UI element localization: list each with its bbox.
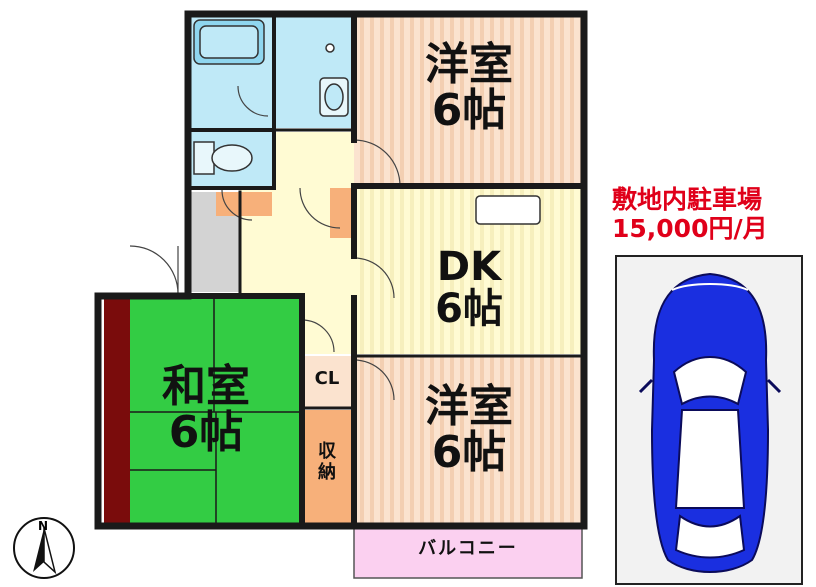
closet-label: CL: [314, 368, 340, 389]
balcony: [353, 527, 583, 579]
car-icon: [638, 272, 782, 573]
door-swings: [129, 85, 401, 401]
storage-floor: [302, 410, 352, 526]
tatami-lines: [130, 296, 302, 526]
tatami-floor: [104, 296, 302, 526]
parking-title: 敷地内駐車場: [612, 186, 763, 214]
dk-floor: [354, 188, 584, 354]
washitsu-label: 和室 6帖: [140, 361, 272, 459]
compass-n-label: N: [38, 519, 48, 533]
room-size: 6帖: [168, 407, 244, 459]
room-size: 6帖: [431, 427, 507, 479]
hall-storage: [216, 192, 272, 216]
dk-storage: [330, 188, 352, 238]
storage-label-line2: 納: [318, 461, 336, 483]
walls: [94, 10, 588, 530]
room-name: 和室: [162, 361, 250, 412]
room-name: 洋室: [425, 39, 513, 90]
room-name: 洋室: [425, 381, 513, 432]
tokonoma: [104, 296, 130, 526]
western-room-bottom-floor: [354, 356, 584, 526]
storage-label: 収 納: [315, 441, 339, 483]
fixtures: [193, 19, 541, 225]
storage-label-line1: 収: [318, 441, 336, 462]
room-size: 6帖: [431, 85, 507, 137]
closet-floor: [302, 356, 352, 408]
compass-icon: [13, 517, 75, 579]
parking-price: 15,000円/月: [612, 213, 768, 243]
western-room-top-label: 洋室 6帖: [404, 39, 534, 137]
parking-info: 敷地内駐車場 15,000円/月: [612, 186, 816, 244]
dk-label: DK 6帖: [404, 246, 534, 330]
room-size: 6帖: [435, 286, 503, 332]
balcony-label: バルコニー: [418, 538, 518, 559]
western-room-top-floor: [354, 14, 584, 185]
room-name: DK: [436, 244, 502, 290]
western-room-bottom-label: 洋室 6帖: [404, 381, 534, 479]
